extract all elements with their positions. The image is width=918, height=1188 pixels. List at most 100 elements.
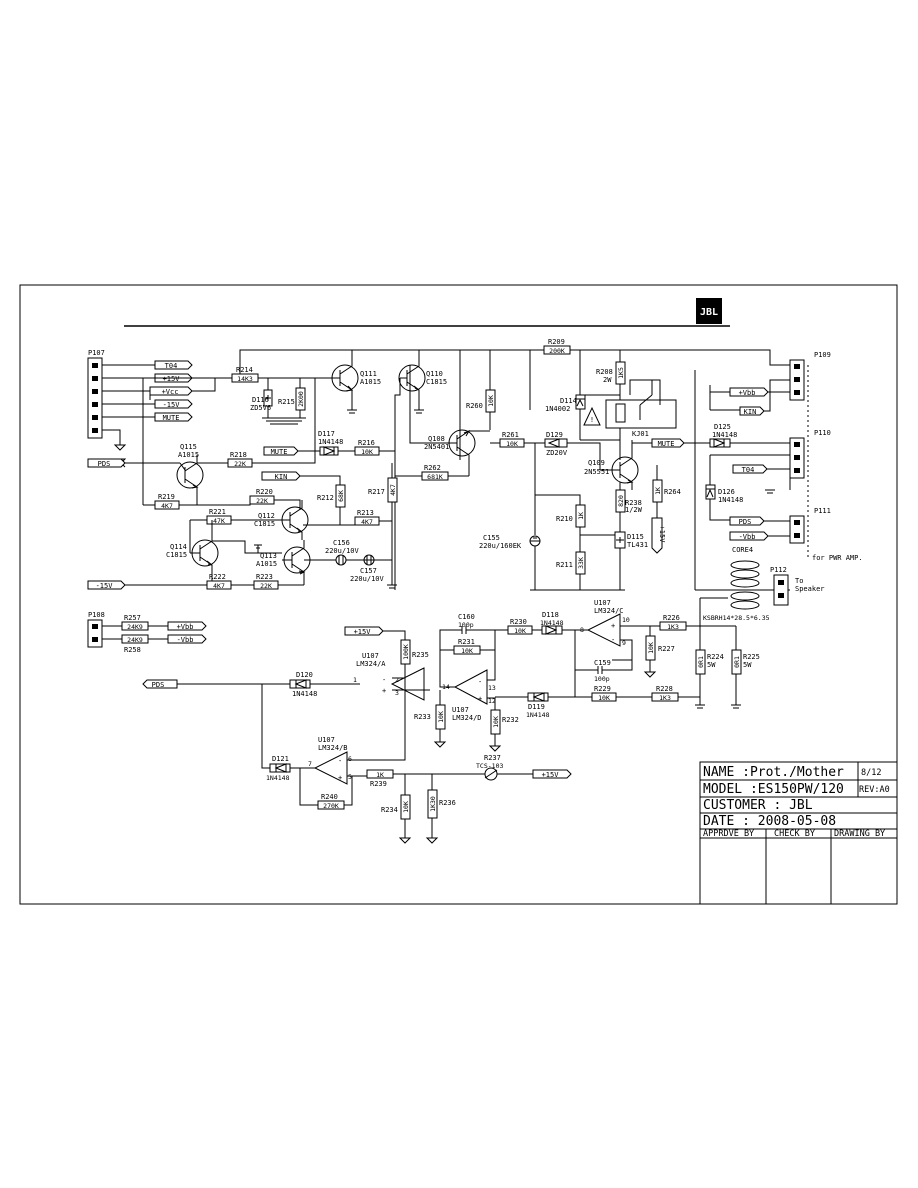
u107b: U107 LM324/B - + 7 6 5 <box>290 736 406 806</box>
r236: 1K30 R236 <box>425 774 456 844</box>
svg-text:R261: R261 <box>502 431 519 439</box>
svg-text:R258: R258 <box>124 646 141 654</box>
svg-text:270K: 270K <box>323 802 339 810</box>
svg-text:A1015: A1015 <box>360 378 381 386</box>
svg-text:12: 12 <box>488 697 496 705</box>
r238: 820 R238 1/2W <box>615 482 643 530</box>
svg-text:0R1: 0R1 <box>733 656 741 668</box>
svg-text:6: 6 <box>348 755 352 763</box>
svg-text:+Vbb: +Vbb <box>177 623 194 631</box>
svg-text:+: + <box>611 622 615 630</box>
svg-text:U107: U107 <box>594 599 611 607</box>
r237: R237 TCS-103 +15V <box>476 754 572 781</box>
svg-text:R230: R230 <box>510 618 527 626</box>
svg-text:P108: P108 <box>88 611 105 619</box>
connector-p108: P108 <box>87 611 122 648</box>
svg-text:Q111: Q111 <box>360 370 377 378</box>
q114: Q114 C1815 <box>166 520 282 585</box>
svg-text:U107: U107 <box>362 652 379 660</box>
svg-text:LM324/C: LM324/C <box>594 607 624 615</box>
r234: 10K R234 <box>381 774 412 844</box>
svg-text:1N4148: 1N4148 <box>712 431 737 439</box>
svg-text:100K: 100K <box>402 644 410 660</box>
svg-text:R218: R218 <box>230 451 247 459</box>
svg-text:TCS-103: TCS-103 <box>476 762 503 770</box>
svg-text:10K: 10K <box>402 801 410 813</box>
svg-text:+: + <box>338 774 342 782</box>
svg-text:13: 13 <box>488 684 496 692</box>
svg-text:ZD5V6: ZD5V6 <box>250 404 271 412</box>
r210: 1K R210 <box>534 443 620 536</box>
r240: 270K R240 <box>317 776 353 810</box>
svg-text:+15V: +15V <box>163 375 181 383</box>
r261: 10K R261 <box>490 431 545 448</box>
svg-text:C155: C155 <box>483 534 500 542</box>
svg-text:R239: R239 <box>370 780 387 788</box>
svg-text:TL431: TL431 <box>627 541 648 549</box>
svg-text:2: 2 <box>395 676 399 684</box>
svg-text:D125: D125 <box>714 423 731 431</box>
svg-text:PDS: PDS <box>152 681 165 689</box>
q109: Q109 2N5551 <box>584 440 639 490</box>
svg-text:220u/10V: 220u/10V <box>350 575 385 583</box>
svg-text:-Vbb: -Vbb <box>739 533 756 541</box>
svg-text:CORE4: CORE4 <box>732 546 753 554</box>
svg-text:1K3: 1K3 <box>667 623 679 631</box>
r211: 33K R211 <box>556 535 586 590</box>
r212: 68K R212 <box>303 484 346 526</box>
d119: D119 1N4148 <box>495 692 575 719</box>
svg-text:Speaker: Speaker <box>795 585 825 593</box>
svg-text:R217: R217 <box>368 488 385 496</box>
r223: 22K R223 <box>253 573 304 590</box>
svg-text:1N4148: 1N4148 <box>526 711 550 719</box>
svg-text:10K: 10K <box>492 716 500 728</box>
svg-text:T04: T04 <box>742 466 755 474</box>
svg-text:+Vcc: +Vcc <box>162 388 179 396</box>
svg-text:-15V: -15V <box>96 582 114 590</box>
svg-text:+: + <box>478 695 482 703</box>
svg-text:C1815: C1815 <box>166 551 187 559</box>
svg-text:D121: D121 <box>272 755 289 763</box>
connector-p107: P107 <box>87 349 105 439</box>
q111: Q111 A1015 <box>330 350 381 414</box>
d120: D120 1N4148 <box>289 671 360 698</box>
svg-text:1K: 1K <box>577 512 585 520</box>
svg-text:LM324/D: LM324/D <box>452 714 482 722</box>
svg-text:4K7: 4K7 <box>161 502 173 510</box>
svg-text:C1815: C1815 <box>426 378 447 386</box>
svg-text:D117: D117 <box>318 430 335 438</box>
svg-text:Q110: Q110 <box>426 370 443 378</box>
svg-text:2K00: 2K00 <box>297 391 305 407</box>
svg-text:MUTE: MUTE <box>658 440 675 448</box>
svg-text:R236: R236 <box>439 799 456 807</box>
svg-text:KSBRH14*28.5*6.35: KSBRH14*28.5*6.35 <box>703 614 770 622</box>
svg-text:3: 3 <box>395 689 399 697</box>
svg-text:R237: R237 <box>484 754 501 762</box>
r229: 10K R229 <box>575 685 652 702</box>
d129: D129 ZD20V <box>544 431 601 470</box>
svg-text:T04: T04 <box>165 362 178 370</box>
p107-label: P107 <box>88 349 105 357</box>
svg-text:200K: 200K <box>549 347 565 355</box>
tb-approve: APPRDVE BY <box>703 829 754 839</box>
d114: D114 1N4002 <box>545 350 586 440</box>
r239: 1K R239 <box>366 769 485 788</box>
r220: 22K R220 <box>197 488 301 510</box>
r221: 47K R221 <box>190 508 280 525</box>
svg-text:PDS: PDS <box>739 518 752 526</box>
svg-text:D126: D126 <box>718 488 735 496</box>
svg-text:220u/160EK: 220u/160EK <box>479 542 522 550</box>
r215: 2K00 R215 <box>278 378 306 418</box>
svg-text:1/2W: 1/2W <box>625 506 643 514</box>
r226: 1K3 R226 <box>659 598 701 631</box>
svg-text:R235: R235 <box>412 651 429 659</box>
svg-text:-: - <box>611 636 615 644</box>
svg-text:R229: R229 <box>594 685 611 693</box>
r224: 0R1 R224 5W <box>695 625 736 709</box>
net-flags-left: T04 +15V +Vcc -15V MUTE PDS <box>87 360 193 468</box>
svg-text:1N4148: 1N4148 <box>266 774 290 782</box>
svg-text:C160: C160 <box>458 613 475 621</box>
r230: 10K R230 <box>507 618 542 635</box>
svg-text:R264: R264 <box>664 488 681 496</box>
svg-text:5W: 5W <box>707 661 716 669</box>
